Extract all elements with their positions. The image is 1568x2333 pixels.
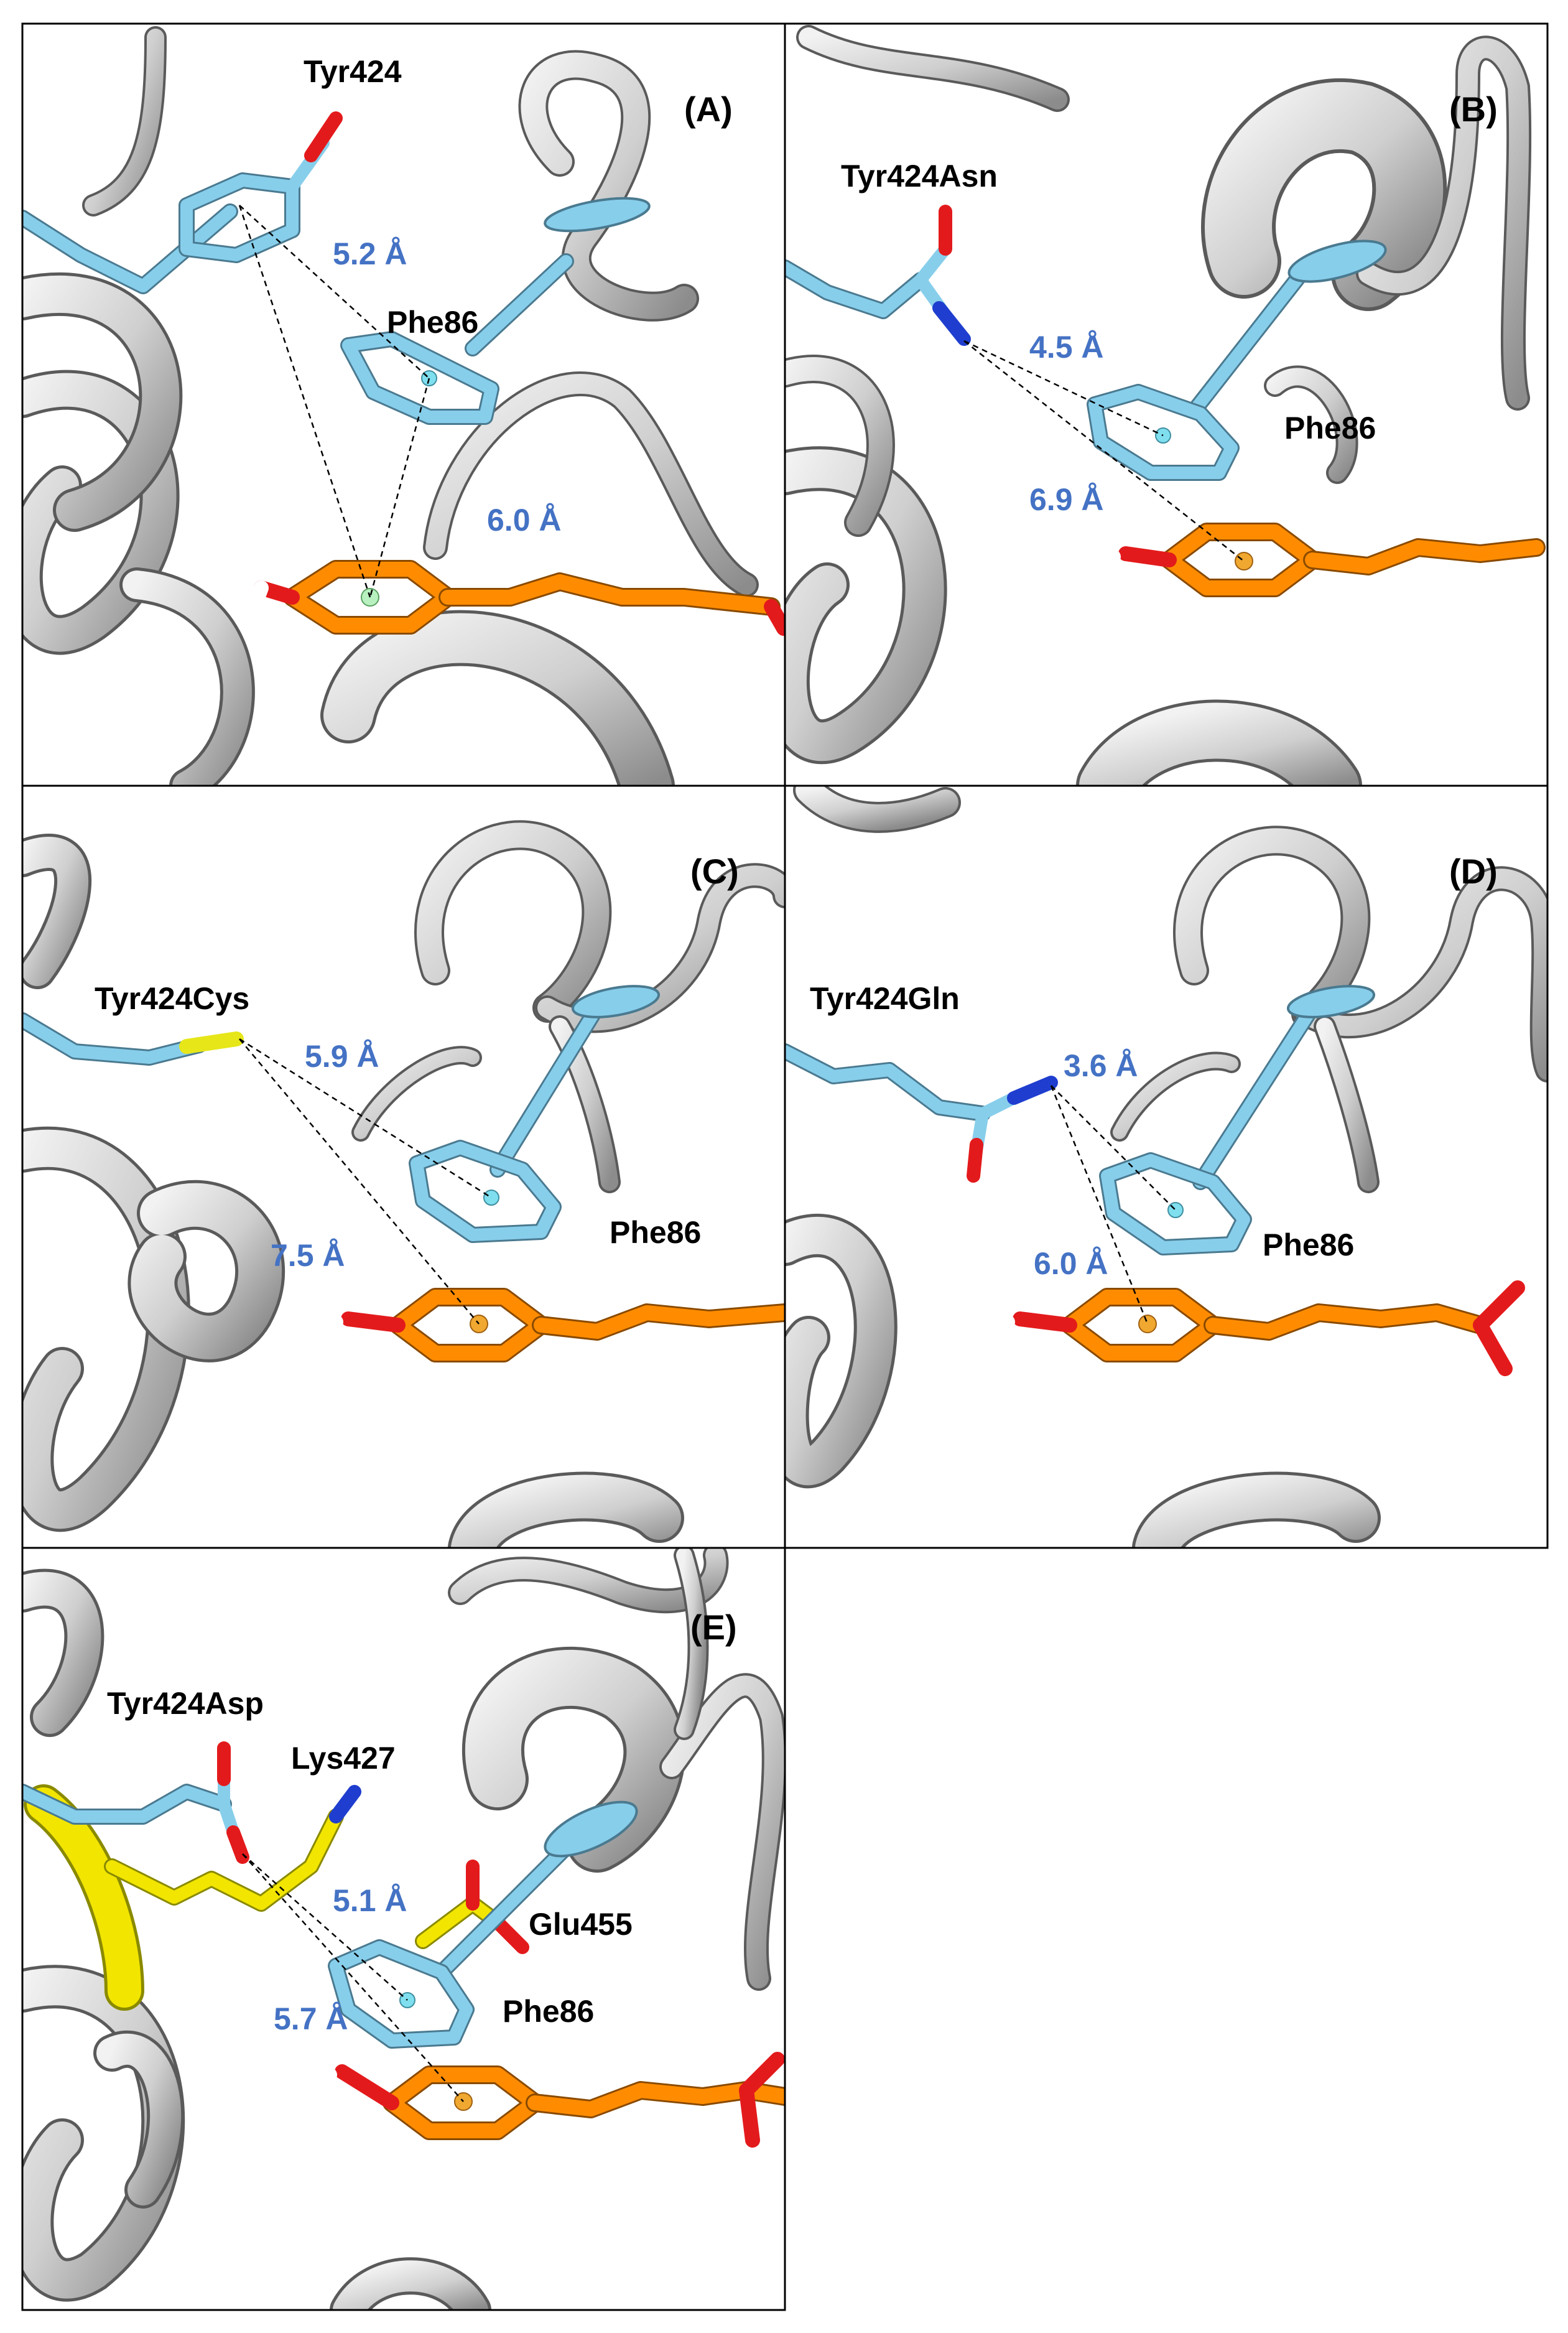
- panel-d: Tyr424Gln Phe86 3.6 Å 6.0 Å (D): [784, 785, 1549, 1549]
- residue-label: Tyr424Cys: [95, 981, 249, 1016]
- distance-label: 5.9 Å: [305, 1039, 379, 1074]
- residue-label: Tyr424Asn: [841, 159, 998, 193]
- residue-label: Glu455: [529, 1907, 633, 1942]
- panel-c: Tyr424Cys Phe86 5.9 Å 7.5 Å (C): [21, 785, 786, 1549]
- distance-lines: [1050, 1085, 1176, 1325]
- ligand-sticks: [1093, 523, 1546, 597]
- panel-c-scene: Tyr424Cys Phe86 5.9 Å 7.5 Å (C): [22, 820, 785, 1548]
- residue-tyr424gln-sticks: [785, 1043, 1058, 1183]
- residue-label: Phe86: [1263, 1227, 1354, 1262]
- residue-label: Phe86: [610, 1215, 701, 1250]
- distance-lines: [963, 340, 1245, 562]
- distance-label: 6.0 Å: [1034, 1246, 1108, 1281]
- distance-label: 6.9 Å: [1029, 482, 1104, 517]
- distance-lines: [242, 1853, 464, 2102]
- ligand-sticks: [316, 1288, 785, 1362]
- residue-label: Tyr424: [304, 54, 402, 89]
- residue-label: Phe86: [1284, 411, 1376, 445]
- distance-label: 6.0 Å: [487, 503, 562, 538]
- panel-frame: [21, 1547, 786, 2311]
- protein-ribbon: [22, 820, 785, 1548]
- centroid-marker: [1138, 1315, 1157, 1333]
- residue-label: Phe86: [503, 1994, 594, 2029]
- panel-label: (B): [1449, 90, 1498, 129]
- residue-tyr424-sticks: [22, 111, 343, 294]
- residue-phe86-sticks: [340, 197, 651, 425]
- protein-ribbon: [22, 26, 759, 786]
- residue-phe86-sticks: [1099, 985, 1376, 1255]
- residue-label: Tyr424Gln: [810, 981, 960, 1016]
- panel-b-scene: Tyr424Asn Phe86 4.5 Å 6.9 Å (B): [785, 25, 1546, 786]
- residue-label: Phe86: [387, 305, 478, 340]
- panel-e-scene: Tyr424Asp Lys427 Glu455 Phe86 5.1 Å 5.7 …: [22, 1548, 785, 2310]
- panel-d-scene: Tyr424Gln Phe86 3.6 Å 6.0 Å (D): [785, 786, 1547, 1548]
- panel-a: Tyr424 Phe86 5.2 Å 6.0 Å (A): [21, 22, 786, 787]
- distance-label: 5.7 Å: [274, 2001, 348, 2036]
- residue-label: Lys427: [291, 1741, 396, 1776]
- residue-label: Tyr424Asp: [107, 1686, 264, 1721]
- ligand-sticks: [241, 560, 785, 636]
- residue-phe86-sticks: [409, 985, 661, 1243]
- residue-tyr424asn-sticks: [785, 205, 971, 346]
- distance-lines: [238, 205, 430, 598]
- protein-ribbon: [785, 25, 1532, 786]
- residue-tyr424cys-sticks: [22, 1012, 244, 1066]
- residue-phe86-sticks: [328, 1800, 638, 2049]
- panel-label: (E): [690, 1608, 737, 1647]
- panel-frame: [784, 785, 1549, 1549]
- centroid-marker: [1235, 552, 1253, 570]
- panel-b: Tyr424Asn Phe86 4.5 Å 6.9 Å (B): [784, 22, 1549, 787]
- residue-tyr424asp-sticks: [22, 1741, 249, 1864]
- panel-e: Tyr424Asp Lys427 Glu455 Phe86 5.1 Å 5.7 …: [21, 1547, 786, 2311]
- panel-label: (C): [690, 852, 739, 891]
- centroid-marker: [483, 1190, 499, 1206]
- distance-label: 5.2 Å: [333, 236, 407, 271]
- residue-phe86-sticks: [1087, 240, 1387, 481]
- distance-label: 7.5 Å: [271, 1238, 345, 1273]
- distance-lines: [239, 1038, 492, 1325]
- panel-label: (D): [1449, 852, 1498, 891]
- centroid-marker: [1167, 1202, 1184, 1218]
- protein-ribbon: [22, 1548, 785, 2310]
- panel-label: (A): [684, 90, 733, 129]
- ligand-sticks: [988, 1280, 1525, 1376]
- residue-lys427-sticks: [24, 1784, 361, 2011]
- ligand-sticks: [304, 2052, 785, 2148]
- protein-ribbon: [785, 786, 1547, 1548]
- panel-a-scene: Tyr424 Phe86 5.2 Å 6.0 Å (A): [22, 26, 785, 786]
- distance-label: 5.1 Å: [333, 1883, 407, 1918]
- distance-label: 3.6 Å: [1064, 1048, 1138, 1083]
- distance-label: 4.5 Å: [1029, 330, 1104, 365]
